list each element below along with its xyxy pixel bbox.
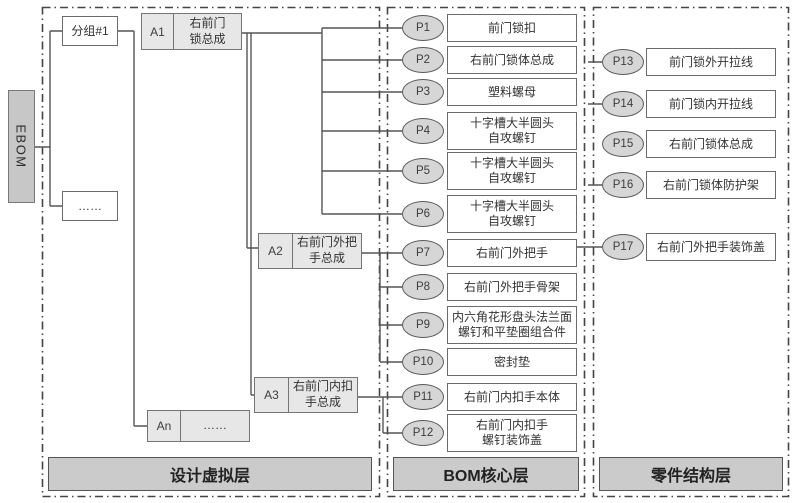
bom-ellipse-p8: P8 bbox=[402, 274, 444, 300]
bom-ellipse-p2: P2 bbox=[402, 47, 444, 73]
bom-ellipse-p5: P5 bbox=[402, 158, 444, 184]
bom-node-p3: 塑料螺母 bbox=[447, 78, 577, 106]
bom-node-p1: 前门锁扣 bbox=[447, 14, 577, 42]
bom-node-p10: 密封垫 bbox=[447, 348, 577, 376]
assembly-id: A2 bbox=[259, 234, 293, 268]
bom-node-p7: 右前门外把手 bbox=[447, 239, 577, 267]
part-node-p17: 右前门外把手装饰盖 bbox=[646, 233, 776, 261]
bom-ellipse-p10: P10 bbox=[402, 349, 444, 375]
part-node-p14: 前门锁内开拉线 bbox=[646, 90, 776, 118]
assembly-id: A3 bbox=[255, 378, 289, 412]
assembly-node-a1: A1 右前门 锁总成 bbox=[141, 13, 242, 50]
bom-node-p12: 右前门内扣手 螺钉装饰盖 bbox=[447, 414, 577, 452]
bom-ellipse-p11: P11 bbox=[402, 384, 444, 410]
part-node-p15: 右前门锁体总成 bbox=[646, 130, 776, 158]
layer-label-part-structure: 零件结构层 bbox=[599, 457, 783, 491]
bom-node-p9: 内六角花形盘头法兰面 螺钉和平垫圈组合件 bbox=[447, 306, 577, 344]
group-node: 分组#1 bbox=[62, 16, 118, 46]
bom-node-p11: 右前门内扣手本体 bbox=[447, 383, 577, 411]
layer-label-bom-core: BOM核心层 bbox=[393, 457, 579, 491]
ebom-root-node: EBOM bbox=[8, 90, 35, 203]
bom-ellipse-p12: P12 bbox=[402, 420, 444, 446]
part-ellipse-p16: P16 bbox=[602, 172, 644, 198]
part-ellipse-p17: P17 bbox=[602, 234, 644, 260]
assembly-node-a2: A2 右前门外把 手总成 bbox=[258, 233, 362, 269]
part-ellipse-p14: P14 bbox=[602, 91, 644, 117]
part-node-p13: 前门锁外开拉线 bbox=[646, 48, 776, 76]
bom-node-p5: 十字槽大半圆头 自攻螺钉 bbox=[447, 152, 577, 190]
assembly-id: An bbox=[148, 411, 181, 441]
part-node-p16: 右前门锁体防护架 bbox=[646, 171, 776, 199]
bom-ellipse-p7: P7 bbox=[402, 240, 444, 266]
panel-design-virtual-layer bbox=[41, 6, 381, 498]
ebom-label: EBOM bbox=[14, 124, 30, 169]
assembly-label: 右前门 锁总成 bbox=[189, 15, 226, 46]
assembly-id: A1 bbox=[142, 14, 174, 49]
bom-ellipse-p4: P4 bbox=[402, 118, 444, 144]
bom-ellipse-p1: P1 bbox=[402, 15, 444, 41]
panel-part-structure-layer bbox=[592, 6, 790, 498]
bom-node-p6: 十字槽大半圆头 自攻螺钉 bbox=[447, 195, 577, 233]
assembly-node-an: An …… bbox=[147, 410, 250, 442]
bom-ellipse-p3: P3 bbox=[402, 79, 444, 105]
assembly-label: 右前门外把 手总成 bbox=[296, 235, 357, 265]
assembly-label: 右前门内扣 手总成 bbox=[292, 379, 353, 409]
assembly-label: …… bbox=[203, 418, 227, 433]
bom-ellipse-p6: P6 bbox=[402, 201, 444, 227]
bom-node-p8: 右前门外把手骨架 bbox=[447, 273, 577, 301]
layer-label-design-virtual: 设计虚拟层 bbox=[48, 457, 372, 491]
bom-ellipse-p9: P9 bbox=[402, 312, 444, 338]
part-ellipse-p13: P13 bbox=[602, 49, 644, 75]
bom-node-p4: 十字槽大半圆头 自攻螺钉 bbox=[447, 112, 577, 150]
panel-bom-core-layer bbox=[386, 6, 586, 498]
part-ellipse-p15: P15 bbox=[602, 131, 644, 157]
assembly-node-a3: A3 右前门内扣 手总成 bbox=[254, 377, 358, 413]
group-ellipsis-node: …… bbox=[62, 191, 118, 221]
bom-node-p2: 右前门锁体总成 bbox=[447, 46, 577, 74]
